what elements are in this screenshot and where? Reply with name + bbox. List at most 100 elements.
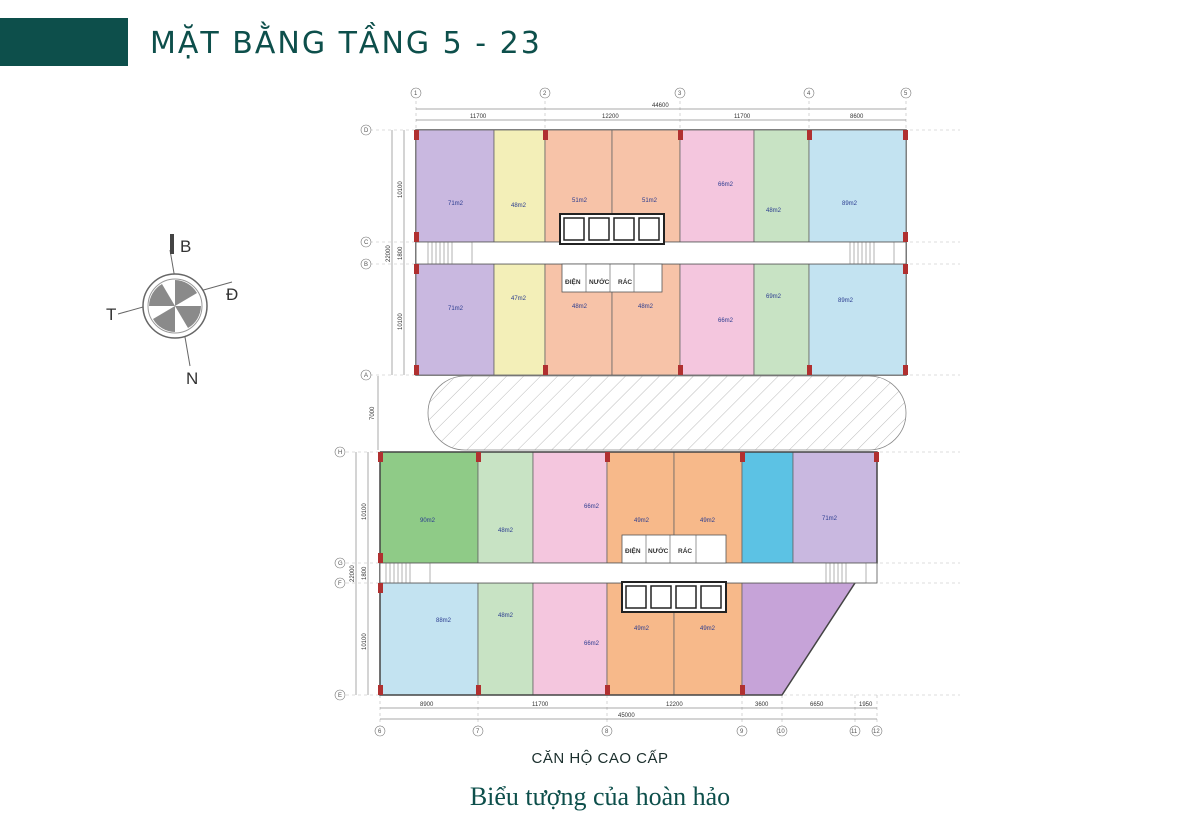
area-top-lower-5: 66m2 (718, 318, 734, 324)
area-bottom-lower-5: 49m2 (700, 626, 716, 632)
compass-icon: B Đ T N (106, 234, 238, 388)
area-bottom-upper-2: 48m2 (498, 528, 514, 534)
compass-label-west: T (106, 305, 116, 324)
area-bottom-upper-3: 66m2 (584, 504, 600, 510)
bottom-total-width: 45000 (618, 713, 635, 719)
area-top-upper-2: 48m2 (511, 203, 527, 209)
bottom-side-dim-total: 22000 (350, 565, 356, 582)
top-side-dim-3: 10100 (398, 313, 404, 330)
area-bottom-lower-1: 88m2 (436, 618, 452, 624)
grid-row-g: G (338, 561, 343, 567)
grid-row-h: H (338, 450, 342, 456)
top-block: 1 2 3 4 5 D C B A 44600 11700 12200 1170… (360, 87, 960, 381)
unit-top-upper-5 (679, 129, 755, 243)
bottom-span-1: 8900 (420, 702, 434, 708)
bottom-span-6: 1950 (859, 702, 873, 708)
unit-top-lower-6 (753, 263, 810, 376)
bottom-side-dim-2: 1800 (362, 566, 368, 580)
top-service-rooms: ĐIỆN NƯỚC RÁC (561, 263, 663, 293)
bottom-service-rooms: ĐIỆN NƯỚC RÁC (621, 534, 727, 564)
area-top-lower-3: 48m2 (572, 304, 588, 310)
bottom-span-2: 11700 (532, 702, 549, 708)
area-top-lower-7: 89m2 (838, 298, 854, 304)
unit-top-upper-6 (753, 129, 810, 243)
grid-col-2: 2 (543, 91, 547, 97)
compass-label-north: N (186, 369, 198, 388)
bottom-lower-units (379, 582, 856, 696)
grid-col-1: 1 (414, 91, 418, 97)
bottom-block: H G F E 6 7 8 9 10 11 12 8900 11700 1220… (334, 446, 960, 737)
unit-top-upper-2 (493, 129, 546, 243)
slogan: Biểu tượng của hoàn hảo (469, 782, 731, 811)
grid-col-7: 7 (476, 729, 480, 735)
area-top-upper-7: 89m2 (842, 201, 858, 207)
service-trash-label: RÁC (618, 277, 632, 286)
top-side-dim-total: 22000 (386, 245, 392, 262)
bottom-side-dim-3: 10100 (362, 633, 368, 650)
grid-col-5: 5 (904, 91, 908, 97)
unit-top-lower-1 (415, 263, 495, 376)
compass-label-b: B (180, 237, 191, 256)
area-bottom-upper-5: 49m2 (700, 518, 716, 524)
area-bottom-upper-4: 49m2 (634, 518, 650, 524)
unit-bottom-upper-3 (532, 451, 608, 564)
service-electric-label: ĐIỆN (565, 277, 581, 286)
service-water-label: NƯỚC (589, 277, 610, 286)
bottom-side-dim-1: 10100 (362, 503, 368, 520)
compass-label-east: Đ (226, 285, 238, 304)
area-top-upper-4: 51m2 (642, 198, 658, 204)
grid-col-11: 11 (851, 729, 858, 735)
page-title: MẶT BẰNG TẦNG 5 - 23 (150, 26, 542, 61)
top-span-4: 8600 (850, 114, 864, 120)
bottom-span-3: 12200 (666, 702, 683, 708)
grid-col-3: 3 (678, 91, 682, 97)
title-accent-bar (0, 18, 128, 66)
unit-bottom-upper-6 (741, 451, 794, 564)
service-water-label-bottom: NƯỚC (648, 546, 669, 555)
top-span-1: 11700 (470, 114, 487, 120)
area-top-lower-6: 69m2 (766, 294, 782, 300)
bottom-span-5: 6650 (810, 702, 824, 708)
area-top-upper-3: 51m2 (572, 198, 588, 204)
service-trash-label-bottom: RÁC (678, 546, 692, 555)
top-elevators (559, 213, 665, 245)
grid-col-8: 8 (605, 729, 609, 735)
bottom-span-4: 3600 (755, 702, 769, 708)
top-span-2: 12200 (602, 114, 619, 120)
unit-bottom-lower-2 (477, 582, 534, 696)
grid-row-f: F (338, 581, 342, 587)
area-bottom-lower-4: 49m2 (634, 626, 650, 632)
area-top-upper-1: 71m2 (448, 201, 464, 207)
service-electric-label-bottom: ĐIỆN (625, 546, 641, 555)
top-side-dim-1: 10100 (398, 181, 404, 198)
grid-row-a: A (364, 373, 368, 379)
unit-bottom-upper-2 (477, 451, 534, 564)
gap-dimension: 7000 (370, 406, 376, 420)
area-bottom-upper-7: 71m2 (822, 516, 838, 522)
grid-col-4: 4 (807, 91, 811, 97)
unit-top-lower-7 (808, 263, 907, 376)
grid-row-e: E (338, 693, 342, 699)
subtitle: CĂN HỘ CAO CẤP (531, 750, 669, 767)
grid-row-c: C (364, 240, 369, 246)
grid-col-9: 9 (740, 729, 744, 735)
unit-bottom-lower-3 (532, 582, 608, 696)
area-top-lower-2: 47m2 (511, 296, 527, 302)
area-top-upper-6: 48m2 (766, 208, 782, 214)
area-bottom-lower-3: 66m2 (584, 641, 600, 647)
area-top-upper-5: 66m2 (718, 182, 734, 188)
bottom-elevators (621, 581, 727, 613)
area-top-lower-4: 48m2 (638, 304, 654, 310)
area-bottom-upper-1: 90m2 (420, 518, 436, 524)
grid-col-10: 10 (778, 729, 785, 735)
grid-col-6: 6 (378, 729, 382, 735)
grid-row-d: D (364, 128, 369, 134)
area-top-lower-1: 71m2 (448, 306, 464, 312)
grid-col-12: 12 (873, 729, 880, 735)
unit-top-lower-5 (679, 263, 755, 376)
area-bottom-lower-2: 48m2 (498, 613, 514, 619)
top-total-width: 44600 (652, 103, 669, 109)
unit-top-upper-7 (808, 129, 907, 243)
top-span-3: 11700 (734, 114, 751, 120)
atrium-void: 7000 (370, 375, 907, 451)
